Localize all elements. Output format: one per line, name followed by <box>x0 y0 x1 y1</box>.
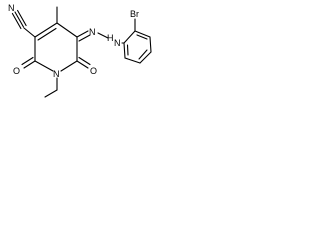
bond-ph-double-2 <box>138 49 148 60</box>
bond-c3-c4 <box>34 22 58 38</box>
bond-ph-6 <box>123 42 126 59</box>
bond-n1-c2 <box>34 60 54 72</box>
bond-ph-double-3 <box>126 44 129 56</box>
bond-cn-triple-c <box>11 12 22 30</box>
bond-c4-c5 <box>56 22 78 38</box>
bond-ph-3 <box>149 36 152 53</box>
bond-nitrile-to-ring <box>23 27 36 38</box>
atom-imine-n: N <box>89 27 96 37</box>
bond-c3-c4-double <box>37 27 57 41</box>
bond-cn-triple-a <box>14 11 25 28</box>
bond-n-n <box>97 32 109 39</box>
bond-ph-double-1 <box>136 34 148 40</box>
bond-ph-2 <box>134 30 151 38</box>
atom-carbonyl-o-right: O <box>90 66 97 76</box>
bond-carbonyl-right-a <box>76 60 89 69</box>
atom-ring-n: N <box>53 69 60 79</box>
bond-carbonyl-left-b <box>21 56 34 66</box>
bond-carbonyl-left-a <box>23 60 36 69</box>
bond-ph-1 <box>123 30 136 44</box>
atom-hydrazine-h: H <box>107 33 114 43</box>
atom-bromine: Br <box>130 9 139 19</box>
bond-ph-4 <box>139 51 152 64</box>
bond-c5-imine-b <box>78 34 91 42</box>
bond-cn-triple-b <box>17 9 27 27</box>
bond-c6-n1 <box>60 60 78 72</box>
bond-n-ethyl-2 <box>44 89 58 98</box>
atom-nitrile-n: N <box>8 3 15 13</box>
bond-carbonyl-right-b <box>78 56 91 66</box>
atom-carbonyl-o-left: O <box>13 66 20 76</box>
atom-hydrazine-n: N <box>114 38 121 48</box>
bond-c5-imine-a <box>76 30 89 38</box>
bond-ph-5 <box>124 57 141 64</box>
chemical-structure-diagram: N O N O N H N Br <box>8 3 152 98</box>
